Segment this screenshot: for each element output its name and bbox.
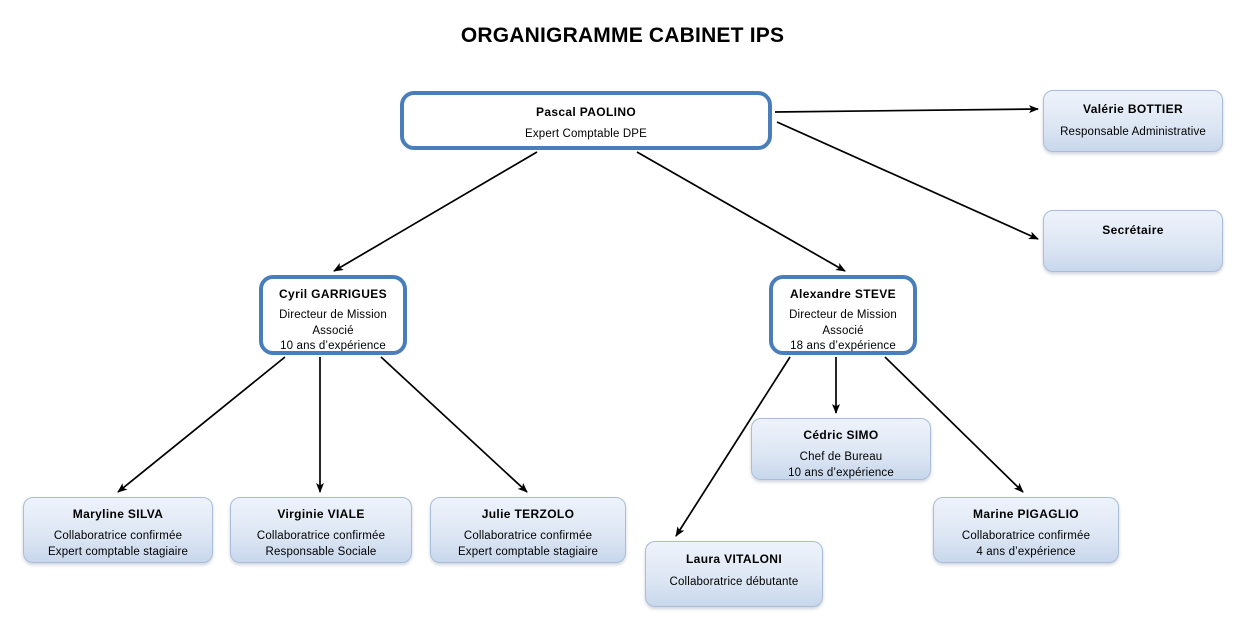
node-marine-pigaglio[interactable]: Marine PIGAGLIO Collaboratrice confirmée… xyxy=(933,497,1119,563)
node-detail-line: 10 ans d’expérience xyxy=(788,466,894,479)
node-detail-line: Chef de Bureau xyxy=(799,451,883,464)
node-julie-terzolo[interactable]: Julie TERZOLO Collaboratrice confirmée E… xyxy=(430,497,626,563)
node-details: Collaboratrice confirmée Expert comptabl… xyxy=(458,529,598,559)
node-details: Directeur de Mission Associé 18 ans d’ex… xyxy=(789,308,897,352)
node-name: Julie TERZOLO xyxy=(481,507,575,521)
node-detail-line: Collaboratrice débutante xyxy=(669,576,799,589)
node-pascal-paolino[interactable]: Pascal PAOLINO Expert Comptable DPE xyxy=(400,91,772,150)
node-detail-line: Expert comptable stagiaire xyxy=(47,545,189,558)
node-details: Directeur de Mission Associé 10 ans d’ex… xyxy=(279,308,387,352)
node-details: Collaboratrice confirmée Responsable Soc… xyxy=(257,529,385,559)
node-details: Collaboratrice confirmée 4 ans d’expérie… xyxy=(962,529,1090,559)
page-title: ORGANIGRAMME CABINET IPS xyxy=(460,24,785,47)
node-detail-line: Directeur de Mission xyxy=(279,309,387,322)
edge-paolino-bottier xyxy=(774,105,1039,114)
node-cyril-garrigues[interactable]: Cyril GARRIGUES Directeur de Mission Ass… xyxy=(259,275,407,355)
node-detail-line: Associé xyxy=(312,324,354,337)
node-maryline-silva[interactable]: Maryline SILVA Collaboratrice confirmée … xyxy=(23,497,213,563)
edge-garrigues-silva xyxy=(117,356,286,493)
node-detail-line: Collaboratrice confirmée xyxy=(961,530,1091,543)
node-details: Chef de Bureau 10 ans d’expérience xyxy=(788,450,894,479)
node-name: Cédric SIMO xyxy=(803,428,879,442)
node-details: Expert Comptable DPE xyxy=(525,127,647,142)
node-name: Cyril GARRIGUES xyxy=(279,287,387,301)
node-detail-line: Collaboratrice confirmée xyxy=(256,530,386,543)
node-laura-vitaloni[interactable]: Laura VITALONI Collaboratrice débutante xyxy=(645,541,823,607)
node-details: Collaboratrice débutante xyxy=(670,575,799,590)
node-alexandre-steve[interactable]: Alexandre STEVE Directeur de Mission Ass… xyxy=(769,275,917,355)
edge-garrigues-terzolo xyxy=(380,356,528,493)
node-secretaire[interactable]: Secrétaire xyxy=(1043,210,1223,272)
node-detail-line: Expert comptable stagiaire xyxy=(457,545,599,558)
node-virginie-viale[interactable]: Virginie VIALE Collaboratrice confirmée … xyxy=(230,497,412,563)
node-name: Laura VITALONI xyxy=(685,552,783,566)
node-detail-line: Collaboratrice confirmée xyxy=(53,530,183,543)
node-detail-line: 10 ans d’expérience xyxy=(280,339,386,352)
node-name: Maryline SILVA xyxy=(72,507,164,521)
edge-paolino-secretaire xyxy=(776,121,1039,240)
node-detail-line: 18 ans d’expérience xyxy=(790,339,896,352)
node-name: Pascal PAOLINO xyxy=(535,105,637,119)
node-detail-line: Responsable Administrative xyxy=(1060,126,1206,139)
node-name: Valérie BOTTIER xyxy=(1083,102,1183,116)
node-detail-line: Collaboratrice confirmée xyxy=(463,530,593,543)
node-name: Secrétaire xyxy=(1102,223,1164,237)
edge-paolino-steve xyxy=(636,151,846,272)
node-cedric-simo[interactable]: Cédric SIMO Chef de Bureau 10 ans d’expé… xyxy=(751,418,931,480)
node-detail-line: Expert Comptable DPE xyxy=(525,128,647,141)
node-detail-line: Directeur de Mission xyxy=(789,309,897,322)
node-details: Responsable Administrative xyxy=(1060,125,1206,140)
node-details: Collaboratrice confirmée Expert comptabl… xyxy=(48,529,188,559)
node-detail-line: Associé xyxy=(822,324,864,337)
edge-paolino-garrigues xyxy=(333,151,538,272)
node-name: Alexandre STEVE xyxy=(790,287,896,301)
node-name: Virginie VIALE xyxy=(277,507,365,521)
node-detail-line: Responsable Sociale xyxy=(265,545,377,558)
node-valerie-bottier[interactable]: Valérie BOTTIER Responsable Administrati… xyxy=(1043,90,1223,152)
node-name: Marine PIGAGLIO xyxy=(973,507,1079,521)
node-detail-line: 4 ans d’expérience xyxy=(976,545,1076,558)
